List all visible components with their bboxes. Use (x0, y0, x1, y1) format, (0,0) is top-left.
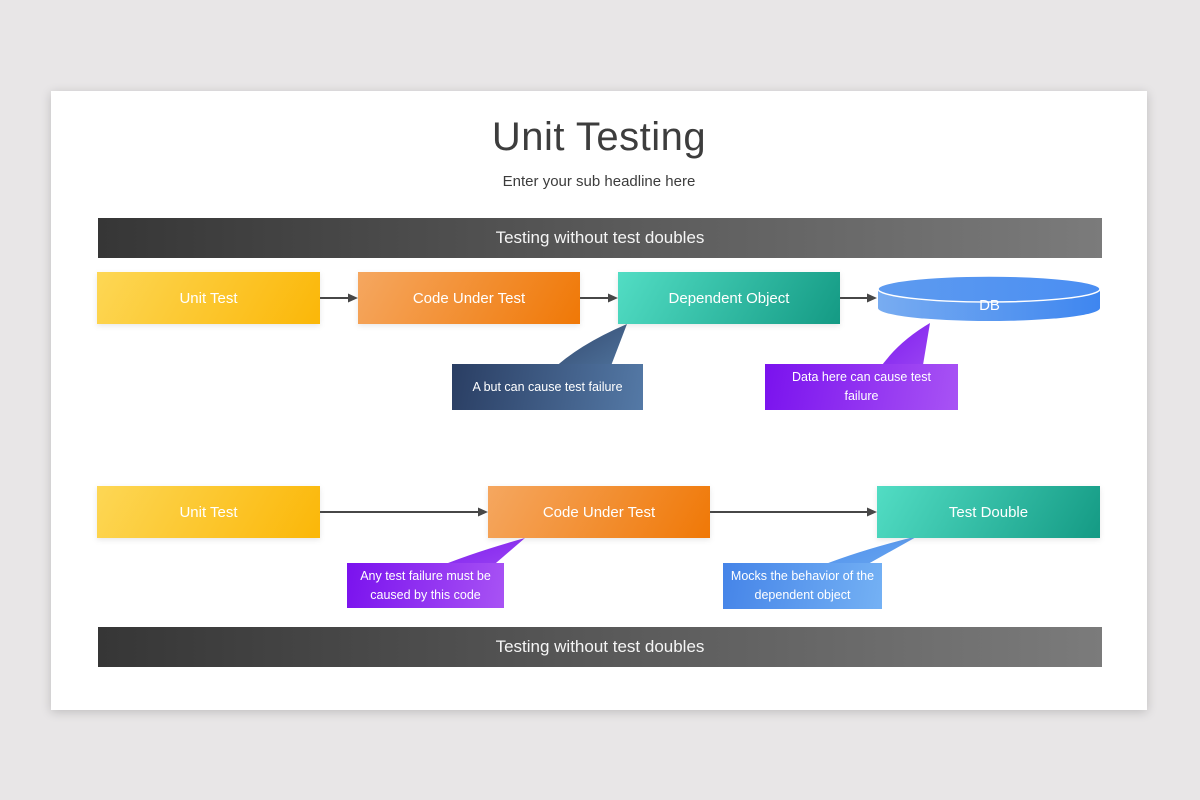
callout-data-failure-purple: Data here can cause test failure (765, 364, 958, 410)
callout-text: Data here can cause test failure (792, 370, 931, 403)
callout-text: Any test failure must be caused by this … (360, 568, 491, 602)
box-label: Code Under Test (542, 503, 656, 521)
callout-test-failure-dark: A but can cause test failure (452, 364, 643, 410)
callout-any-failure-purple: Any test failure must be caused by this … (347, 563, 504, 608)
db-cylinder: DB (877, 275, 1102, 323)
box-code-under-test-2: Code Under Test (488, 486, 710, 538)
box-label: Unit Test (179, 503, 238, 521)
arrow-codeundertest-to-dependentobject (580, 293, 618, 303)
box-label: Code Under Test (412, 289, 526, 307)
top-banner: Testing without test doubles (98, 218, 1102, 258)
bottom-banner: Testing without test doubles (98, 627, 1102, 667)
arrow-codeundertest-to-testdouble (710, 507, 877, 517)
page-subtitle: Enter your sub headline here (502, 173, 696, 190)
callout-text: Mocks the behavior of the dependent obje… (730, 569, 875, 602)
arrow-unittest-to-codeundertest-1 (320, 293, 358, 303)
bottom-banner-label: Testing without test doubles (495, 637, 705, 656)
slide: Unit Testing Enter your sub headline her… (51, 91, 1147, 710)
callout-text: A but can cause test failure (472, 379, 623, 394)
box-label: Dependent Object (668, 289, 790, 307)
box-label: DB (979, 297, 1000, 314)
arrow-unittest-to-codeundertest-2 (320, 507, 488, 517)
box-unit-test-2: Unit Test (97, 486, 320, 538)
box-label: Test Double (948, 503, 1029, 521)
callout-mocks-blue: Mocks the behavior of the dependent obje… (723, 563, 882, 609)
box-code-under-test-1: Code Under Test (358, 272, 580, 324)
box-dependent-object: Dependent Object (618, 272, 840, 324)
top-banner-label: Testing without test doubles (495, 228, 705, 247)
box-label: Unit Test (179, 289, 238, 307)
box-test-double: Test Double (877, 486, 1100, 538)
box-unit-test-1: Unit Test (97, 272, 320, 324)
db-cylinder-top (877, 275, 1101, 303)
page-title: Unit Testing (491, 115, 707, 159)
arrow-dependentobject-to-db (840, 293, 877, 303)
